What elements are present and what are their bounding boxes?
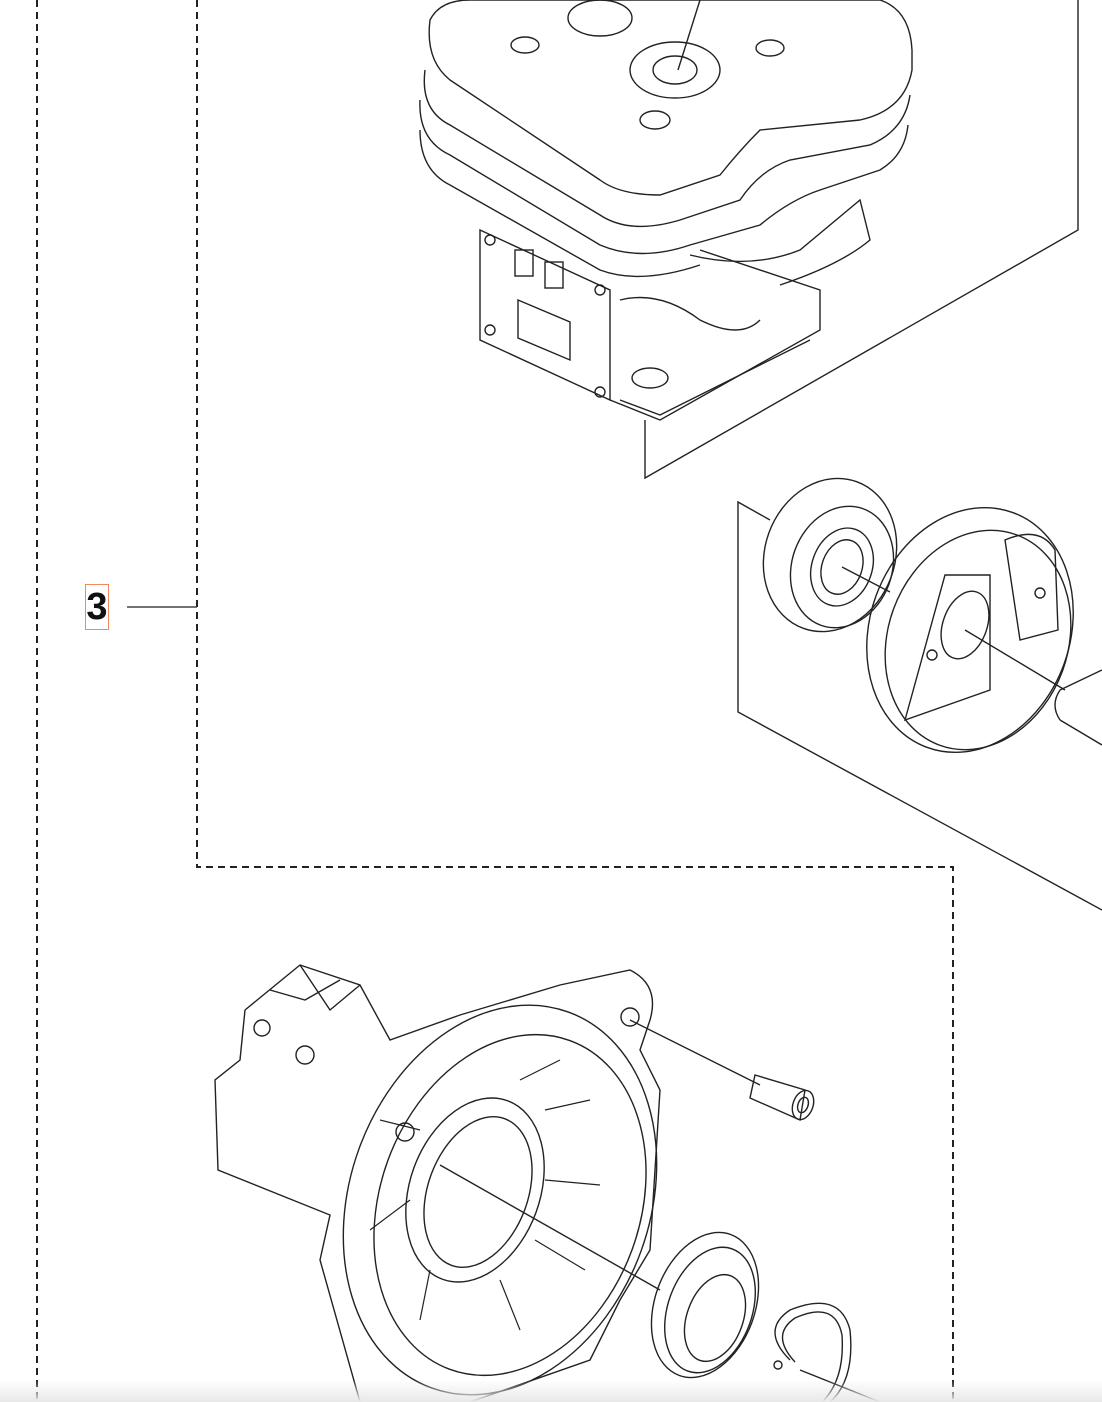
seal-ring-part — [650, 1231, 760, 1379]
bearing-part — [762, 477, 898, 633]
group-boundary-dashed — [36, 0, 954, 1402]
scroll-edge-shadow — [0, 1380, 1102, 1402]
cylinder-part — [419, 0, 913, 421]
sleeve-part — [629, 1019, 815, 1122]
crankcase-part — [214, 964, 661, 1402]
clutch-drum-part — [866, 506, 1102, 754]
assembly-bracket-lines — [644, 0, 1102, 911]
callout-label-3[interactable]: 3 — [85, 584, 109, 630]
